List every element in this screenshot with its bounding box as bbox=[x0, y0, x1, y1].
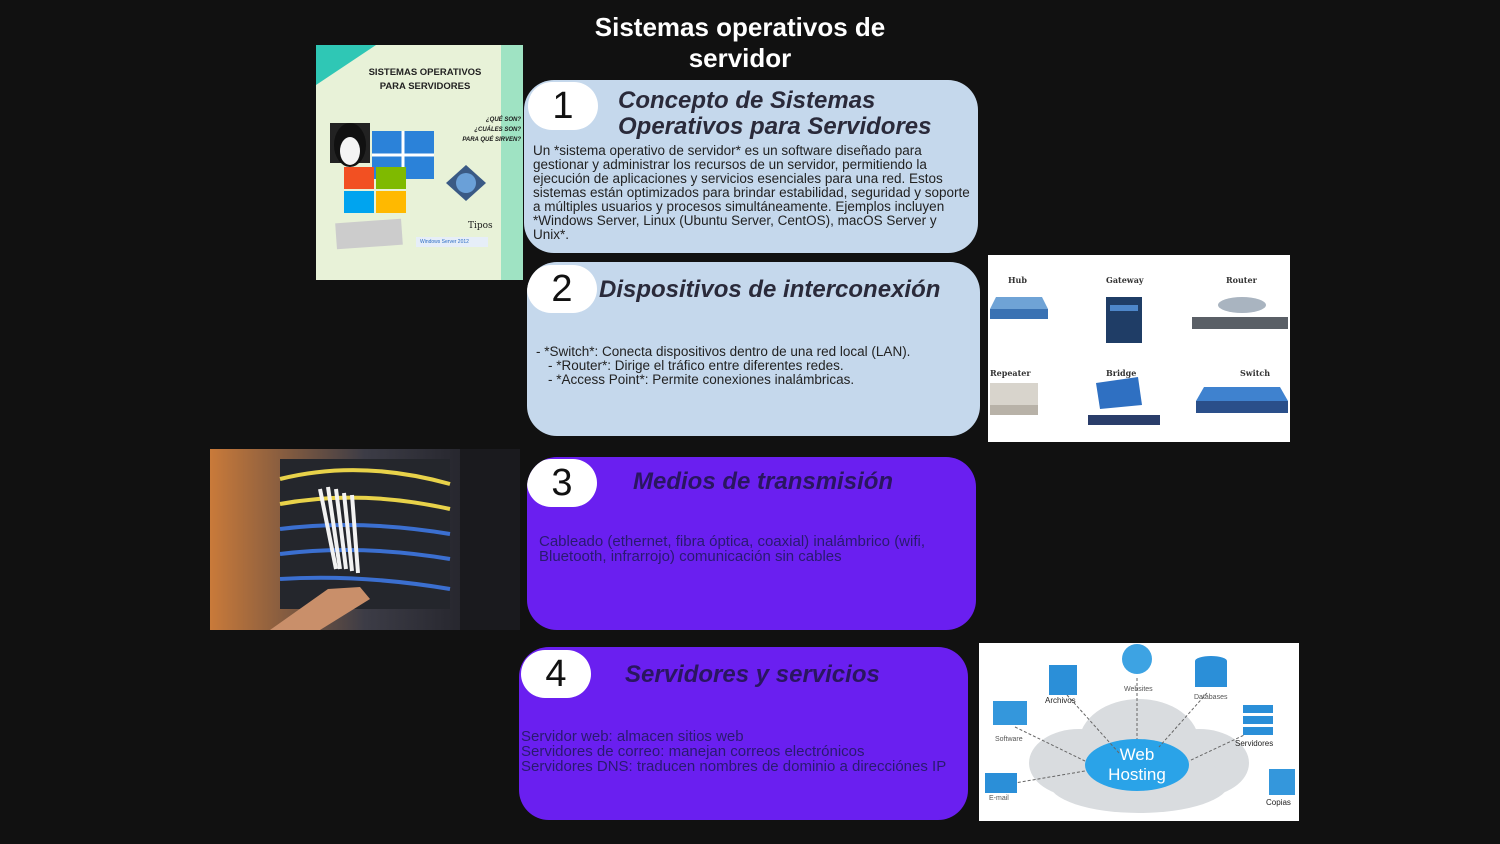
cover-question-3: PARA QUÉ SIRVEN? bbox=[462, 137, 521, 143]
hosting-software: Software bbox=[995, 736, 1023, 743]
devices-illustration bbox=[990, 297, 1288, 425]
devices-image: Hub Gateway Router Repeater Bridge Switc… bbox=[988, 255, 1290, 442]
card-concept: 1 Concepto de Sistemas Operativos para S… bbox=[524, 80, 978, 253]
device-label: Bridge bbox=[1106, 368, 1137, 378]
cover-title-line1: SISTEMAS OPERATIVOS bbox=[368, 67, 482, 78]
device-label: Switch bbox=[1240, 368, 1271, 378]
device-label: Repeater bbox=[990, 368, 1031, 378]
device-label: Router bbox=[1226, 275, 1257, 285]
page-title: Sistemas operativos de servidor bbox=[594, 12, 886, 73]
card-heading: Dispositivos de interconexión bbox=[599, 276, 941, 303]
device-label: Hub bbox=[1008, 275, 1027, 285]
hosting-archivos: Archivos bbox=[1045, 696, 1076, 705]
card-number: 1 bbox=[528, 82, 598, 130]
list-item: - *Router*: Dirige el tráfico entre dife… bbox=[548, 358, 844, 373]
cover-footer: Windows Server 2012 bbox=[420, 239, 469, 245]
list-item: Servidor web: almacen sitios web bbox=[521, 728, 744, 745]
list-item: - *Switch*: Conecta dispositivos dentro … bbox=[536, 344, 911, 359]
cover-tipos: Tipos bbox=[468, 221, 493, 231]
card-devices: 2 Dispositivos de interconexión - *Switc… bbox=[527, 262, 980, 436]
card-number: 3 bbox=[527, 459, 597, 507]
cover-question-1: ¿QUÉ SON? bbox=[485, 117, 521, 123]
hosting-center-line1: Web bbox=[1119, 745, 1155, 764]
list-item: Servidores DNS: traducen nombres de domi… bbox=[521, 758, 947, 775]
cover-illustration bbox=[316, 45, 523, 280]
hosting-servidores: Servidores bbox=[1235, 739, 1274, 748]
cover-image: SISTEMAS OPERATIVOS PARA SERVIDORES ¿QUÉ… bbox=[316, 45, 523, 280]
card-number: 4 bbox=[521, 650, 591, 698]
web-hosting-illustration bbox=[985, 644, 1295, 813]
card-body: Un *sistema operativo de servidor* es un… bbox=[533, 143, 970, 242]
cover-title-line2: PARA SERVIDORES bbox=[379, 81, 471, 92]
web-hosting-image: Web Hosting Archivos Websites Databases … bbox=[979, 643, 1299, 821]
hosting-copias: Copias bbox=[1266, 798, 1291, 807]
card-services: 4 Servidores y servicios Servidor web: a… bbox=[519, 647, 968, 820]
hosting-email: E-mail bbox=[989, 795, 1009, 802]
card-heading: Concepto de Sistemas Operativos para Ser… bbox=[618, 87, 932, 140]
hosting-databases: Databases bbox=[1194, 694, 1228, 701]
cables-photo bbox=[210, 449, 520, 630]
card-number: 2 bbox=[527, 265, 597, 313]
list-item: Servidores de correo: manejan correos el… bbox=[521, 743, 865, 760]
card-body: Cableado (ethernet, fibra óptica, coaxia… bbox=[539, 533, 926, 565]
hosting-websites: Websites bbox=[1124, 686, 1153, 693]
card-transmission: 3 Medios de transmisión Cableado (ethern… bbox=[527, 457, 976, 630]
hosting-center-line2: Hosting bbox=[1108, 765, 1166, 784]
card-heading: Medios de transmisión bbox=[633, 468, 894, 495]
cover-question-2: ¿CUÁLES SON? bbox=[474, 127, 521, 133]
cables-illustration bbox=[210, 449, 520, 630]
device-label: Gateway bbox=[1106, 275, 1144, 285]
list-item: - *Access Point*: Permite conexiones ina… bbox=[548, 372, 855, 387]
card-heading: Servidores y servicios bbox=[625, 661, 880, 688]
